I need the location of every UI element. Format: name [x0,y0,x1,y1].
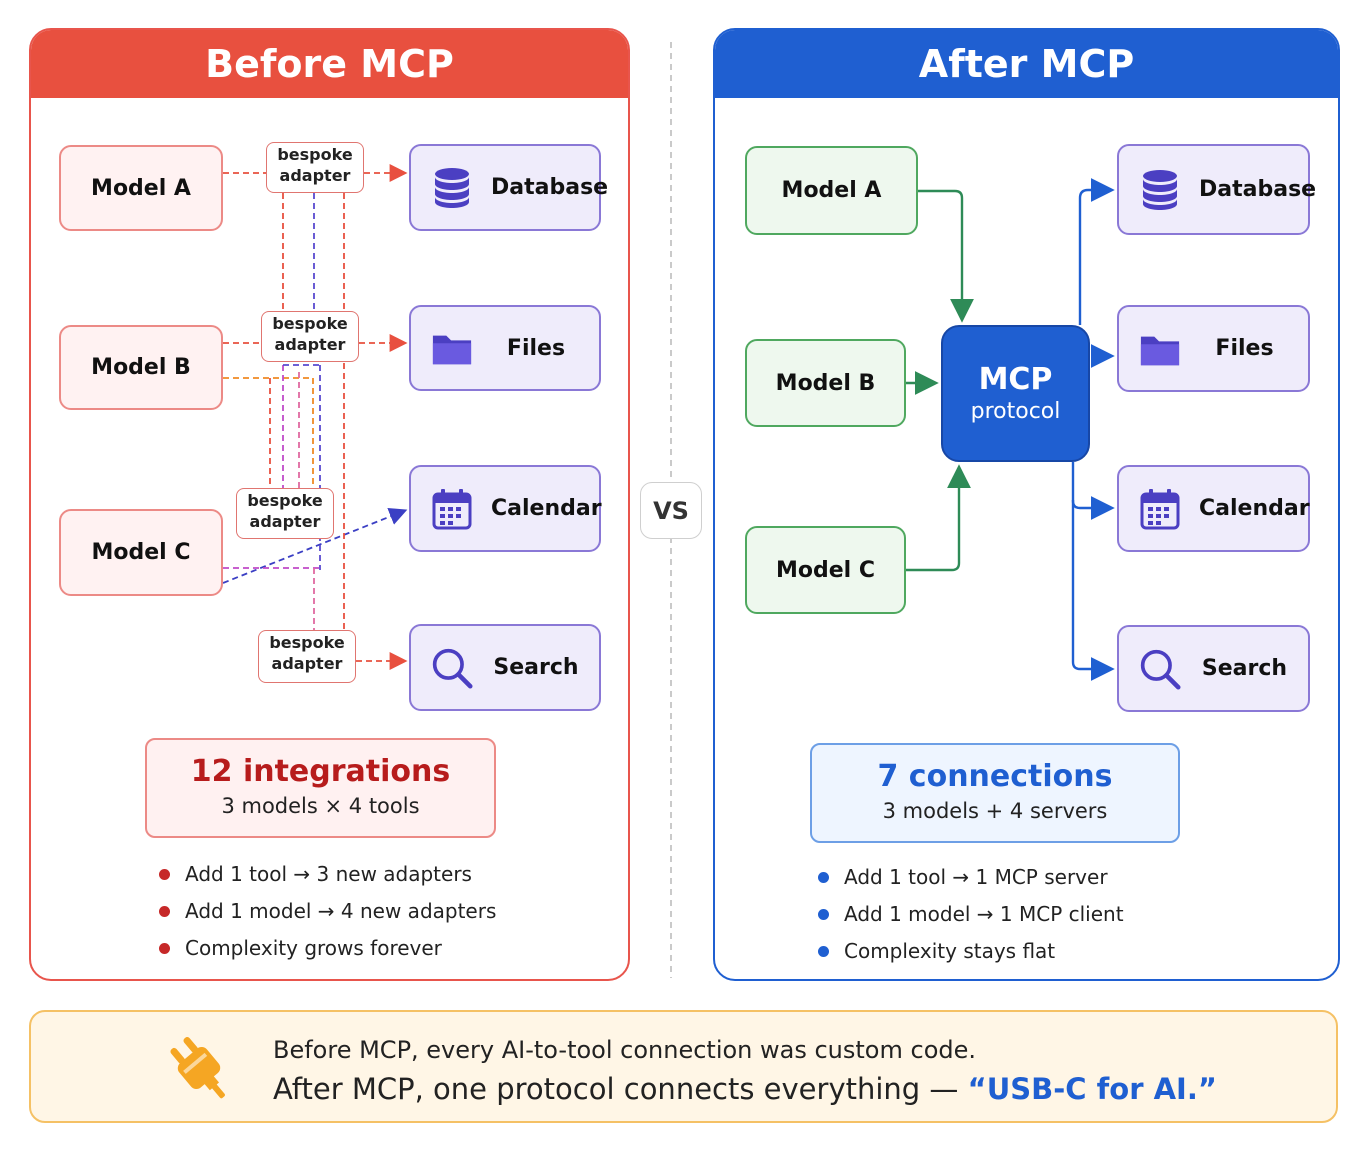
list-item: Add 1 tool → 3 new adapters [157,861,496,898]
bullet-dot [818,909,829,920]
tool-label: Files [506,335,566,361]
bullet-text: Add 1 model → 4 new adapters [185,899,497,923]
before-tool-calendar: Calendar [409,465,602,552]
calendar-icon [1139,488,1181,530]
adapter-label-line2: adapter [249,512,321,531]
before-summary: 12 integrations 3 models × 4 tools [145,738,496,838]
hub-subtitle: protocol [970,399,1061,424]
tool-label: Database [491,175,609,200]
search-icon [431,647,473,689]
adapter-label-line1: bespoke [272,314,348,333]
adapter-label-line1: bespoke [269,633,345,652]
before-model-a: Model A [59,145,223,231]
footer-line2: After MCP, one protocol connects everyth… [273,1072,1217,1106]
footer-line2-prefix: After MCP, one protocol connects everyth… [273,1072,968,1106]
after-tool-calendar: Calendar [1117,465,1310,552]
bullet-dot [159,869,170,880]
tool-label: Search [493,655,579,680]
after-summary: 7 connections 3 models + 4 servers [810,743,1180,843]
adapter-label-line2: adapter [271,654,343,673]
after-tool-database: Database [1117,144,1316,235]
bullet-text: Add 1 tool → 3 new adapters [185,862,472,886]
tool-label: Calendar [1199,496,1310,521]
hub-title: MCP [978,362,1053,397]
after-model-c: Model C [745,526,906,614]
bespoke-adapter: bespoke adapter [266,142,364,193]
after-summary-title: 7 connections [877,759,1113,794]
bullet-dot [159,943,170,954]
database-icon [1139,169,1181,211]
tool-label: Database [1199,177,1317,202]
adapter-label-line2: adapter [274,335,346,354]
list-item: Add 1 model → 4 new adapters [157,898,496,935]
tool-label: Files [1215,336,1274,361]
after-model-b: Model B [745,339,906,427]
tool-label: Calendar [491,496,602,521]
mcp-protocol-hub: MCP protocol [941,325,1090,462]
before-tool-search: Search [409,624,601,711]
before-model-b: Model B [59,325,223,410]
bespoke-adapter: bespoke adapter [261,311,359,362]
search-icon [1139,648,1181,690]
before-tool-files: Files [409,305,601,391]
after-summary-sub: 3 models + 4 servers [882,799,1108,823]
database-icon [431,167,473,209]
before-bullets: Add 1 tool → 3 new adapters Add 1 model … [157,861,496,972]
vs-badge: VS [640,482,702,539]
plug-icon [159,1030,239,1106]
bullet-text: Add 1 model → 1 MCP client [844,902,1124,926]
bullet-dot [818,872,829,883]
before-title: Before MCP [31,30,628,98]
footer-highlight: “USB-C for AI.” [967,1072,1217,1106]
footer-line1: Before MCP, every AI-to-tool connection … [273,1036,977,1064]
bespoke-adapter: bespoke adapter [258,630,356,683]
after-tool-files: Files [1117,305,1310,392]
before-summary-sub: 3 models × 4 tools [221,794,420,818]
bullet-dot [818,946,829,957]
after-title: After MCP [715,30,1338,98]
bespoke-adapter: bespoke adapter [236,488,334,539]
list-item: Add 1 model → 1 MCP client [816,901,1124,938]
adapter-label-line1: bespoke [247,491,323,510]
bullet-dot [159,906,170,917]
before-tool-database: Database [409,144,608,231]
bullet-text: Add 1 tool → 1 MCP server [844,865,1108,889]
list-item: Add 1 tool → 1 MCP server [816,864,1124,901]
after-model-a: Model A [745,146,918,235]
folder-icon [431,327,473,369]
adapter-label-line1: bespoke [277,145,353,164]
before-model-c: Model C [59,509,223,596]
after-tool-search: Search [1117,625,1310,712]
bullet-text: Complexity grows forever [185,936,442,960]
folder-icon [1139,328,1181,370]
after-bullets: Add 1 tool → 1 MCP server Add 1 model → … [816,864,1124,975]
list-item: Complexity grows forever [157,935,496,972]
adapter-label-line2: adapter [279,166,351,185]
tool-label: Search [1201,656,1288,681]
calendar-icon [431,488,473,530]
list-item: Complexity stays flat [816,938,1124,975]
before-summary-title: 12 integrations [190,754,451,789]
bullet-text: Complexity stays flat [844,939,1056,963]
footer-banner: Before MCP, every AI-to-tool connection … [29,1010,1338,1123]
